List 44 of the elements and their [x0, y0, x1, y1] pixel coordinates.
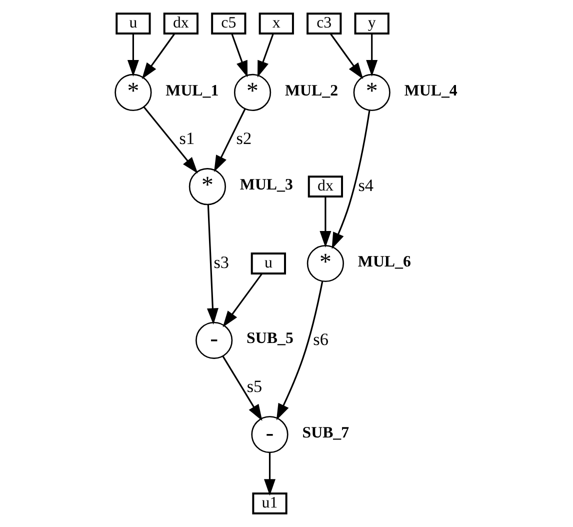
arrow	[222, 273, 262, 328]
edge-label: s4	[358, 176, 374, 196]
node-box: x	[258, 12, 294, 34]
edge-label: s6	[312, 330, 328, 349]
edge-label: s2	[236, 129, 252, 148]
node-label: MUL_3	[239, 176, 292, 194]
node-circle: *	[114, 74, 152, 112]
arrow	[206, 204, 218, 325]
arrow	[329, 33, 363, 80]
node-label: SUB_5	[246, 330, 293, 348]
edge-label: s3	[213, 253, 229, 272]
arrow	[214, 108, 246, 172]
arrow	[257, 33, 274, 78]
node-box: c3	[306, 12, 342, 34]
arrow	[264, 452, 276, 496]
arrow	[126, 34, 138, 76]
arrow	[331, 110, 370, 250]
node-box: u	[250, 252, 286, 274]
node-circle: -	[250, 416, 288, 454]
edge-label: s1	[178, 129, 194, 148]
arrow	[141, 33, 175, 80]
arrow	[142, 106, 198, 174]
node-box: dx	[307, 176, 343, 198]
arrow	[366, 34, 378, 76]
edge-label: s5	[246, 376, 262, 396]
node-circle: *	[306, 244, 344, 282]
node-label: MUL_1	[165, 82, 218, 100]
node-box: c5	[210, 12, 246, 34]
node-circle: *	[233, 74, 271, 112]
node-box: dx	[162, 12, 198, 34]
node-circle: *	[352, 74, 390, 112]
node-label: MUL_4	[404, 82, 457, 100]
node-box: y	[354, 12, 389, 34]
arrow	[276, 281, 323, 420]
node-circle: -	[195, 322, 232, 359]
node-circle: *	[188, 168, 226, 206]
node-label: MUL_6	[357, 253, 410, 270]
arrow	[319, 197, 331, 248]
arrow	[222, 356, 262, 421]
node-box: u	[115, 12, 150, 34]
arrow	[230, 33, 248, 78]
node-label: MUL_2	[284, 82, 338, 100]
node-label: SUB_7	[302, 424, 349, 442]
node-box: u1	[252, 492, 287, 514]
